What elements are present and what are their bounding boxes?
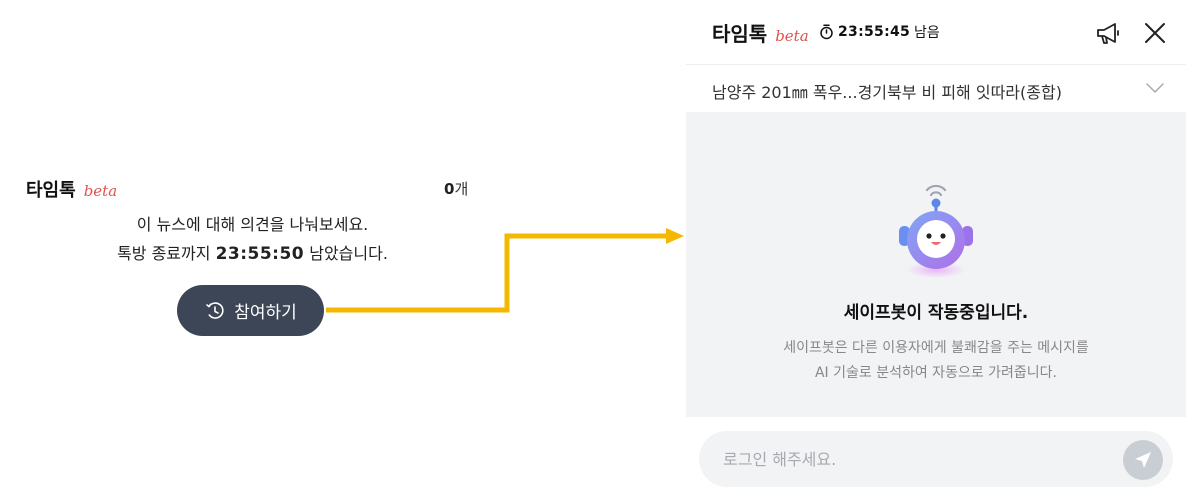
panel-title-text: 타임톡 — [712, 22, 768, 46]
panel-title: 타임톡 beta — [712, 18, 809, 47]
timetalk-title: 타임톡 — [26, 180, 76, 201]
send-button[interactable] — [1123, 440, 1163, 480]
left-card-title: 타임톡 beta — [26, 176, 117, 202]
headline-dropdown[interactable]: 남양주 201㎜ 폭우...경기북부 비 피해 잇따라(종합) — [686, 64, 1186, 112]
beta-label: beta — [83, 182, 118, 200]
count-unit: 개 — [454, 180, 469, 198]
stopwatch-icon — [820, 24, 833, 40]
remaining-time-message: 톡방 종료까지 23:55:50 남았습니다. — [0, 240, 505, 264]
remaining-suffix: 남았습니다. — [304, 244, 388, 263]
count-value: 0 — [444, 180, 455, 198]
close-icon[interactable] — [1142, 20, 1168, 46]
comment-count: 0개 — [444, 178, 468, 199]
remaining-time: 23:55:50 — [215, 244, 305, 264]
safebot-desc-line1: 세이프봇은 다른 이용자에게 불쾌감을 주는 메시지를 — [783, 340, 1089, 356]
panel-timer-time: 23:55:45 — [838, 24, 911, 40]
panel-timer: 23:55:45 남음 — [819, 22, 940, 42]
megaphone-icon[interactable] — [1094, 20, 1122, 48]
panel-beta-label: beta — [775, 27, 809, 45]
safebot-title: 세이프봇이 작동중입니다. — [843, 303, 1029, 323]
chevron-down-icon[interactable] — [1146, 82, 1164, 94]
timetalk-panel: 타임톡 beta 23:55:45 남음 남양주 201㎜ 폭우...경기북부 … — [686, 0, 1186, 498]
safebot-desc-line2: AI 기술로 분석하여 자동으로 가려줍니다. — [814, 365, 1058, 381]
panel-timer-suffix: 남음 — [914, 25, 940, 41]
headline-text: 남양주 201㎜ 폭우...경기북부 비 피해 잇따라(종합) — [712, 83, 1062, 102]
join-button-label: 참여하기 — [234, 303, 297, 323]
clock-icon — [206, 301, 224, 319]
chat-input-bar — [699, 431, 1173, 487]
chat-body: 세이프봇이 작동중입니다. 세이프봇은 다른 이용자에게 불쾌감을 주는 메시지… — [686, 112, 1186, 417]
chat-input[interactable] — [723, 431, 1103, 487]
arrow-head — [666, 228, 684, 244]
invite-message: 이 뉴스에 대해 의견을 나눠보세요. — [136, 215, 369, 234]
remaining-prefix: 톡방 종료까지 — [117, 244, 216, 263]
safebot-icon — [899, 184, 973, 278]
send-icon — [1135, 452, 1151, 468]
join-button[interactable]: 참여하기 — [177, 285, 324, 336]
